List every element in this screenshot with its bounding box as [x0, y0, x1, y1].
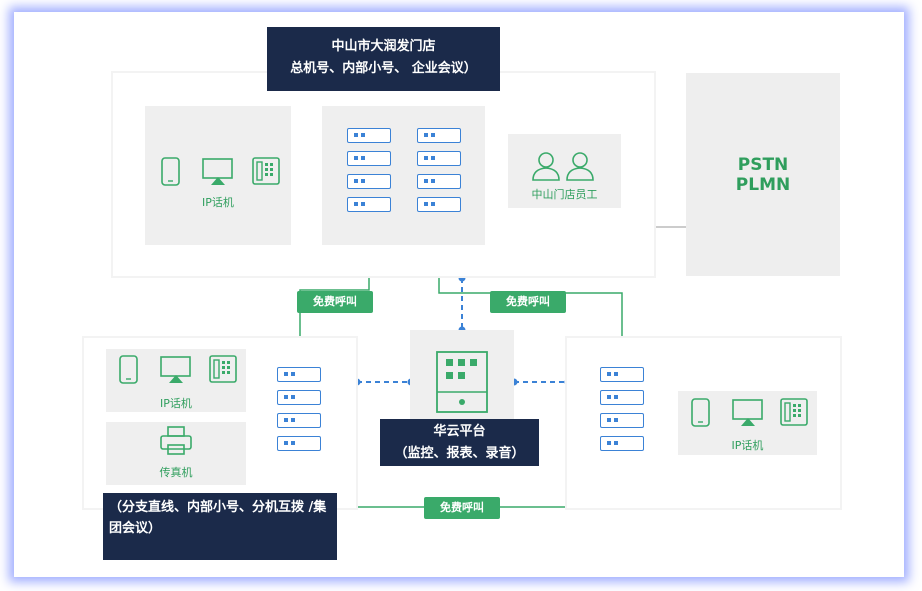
mobile-phone-icon — [119, 355, 138, 384]
right-branch-server — [600, 367, 644, 459]
mobile-phone-icon — [691, 398, 710, 427]
landline-phone-icon — [252, 157, 280, 185]
user-group-icon — [532, 152, 594, 181]
pstn-box: PSTN PLMN — [686, 73, 840, 276]
ip-desk-phone-icon — [202, 158, 233, 185]
free-call-tag-left: 免费呼叫 — [297, 291, 373, 313]
free-call-tag-right: 免费呼叫 — [490, 291, 566, 313]
hq-server-left — [347, 128, 391, 220]
hq-staff-box — [508, 134, 621, 208]
landline-phone-icon — [780, 398, 808, 426]
left-branch-note-card: （分支直线、内部小号、分机互拨 /集团会议） — [103, 493, 337, 560]
hq-subtitle: 总机号、内部小号、 企业会议） — [290, 61, 477, 76]
ip-desk-phone-icon — [160, 356, 191, 383]
cloud-title: 华云平台 — [433, 424, 486, 439]
fax-machine-icon — [160, 426, 192, 455]
hq-ip-phone-label: IP话机 — [202, 196, 234, 209]
left-branch-note: （分支直线、内部小号、分机互拨 /集团会议） — [109, 500, 327, 536]
left-ip-phone-label: IP话机 — [160, 397, 192, 410]
cloud-subtitle: （监控、报表、录音） — [394, 446, 525, 461]
hq-staff-label: 中山门店员工 — [531, 188, 598, 201]
hq-title-card: 中山市大润发门店 总机号、内部小号、 企业会议） — [267, 27, 500, 91]
mobile-phone-icon — [161, 157, 180, 186]
free-call-tag-bottom: 免费呼叫 — [424, 497, 500, 519]
left-branch-server — [277, 367, 321, 459]
landline-phone-icon — [209, 355, 237, 383]
right-ip-phone-label: IP话机 — [731, 439, 764, 452]
left-fax-label: 传真机 — [159, 466, 193, 479]
hq-server-right — [417, 128, 461, 220]
plmn-label: PLMN — [735, 175, 791, 195]
pstn-label: PSTN — [737, 155, 789, 175]
cloud-platform-icon — [436, 351, 488, 413]
cloud-title-card: 华云平台 （监控、报表、录音） — [380, 419, 539, 466]
hq-title: 中山市大润发门店 — [331, 39, 436, 54]
ip-desk-phone-icon — [732, 399, 763, 426]
